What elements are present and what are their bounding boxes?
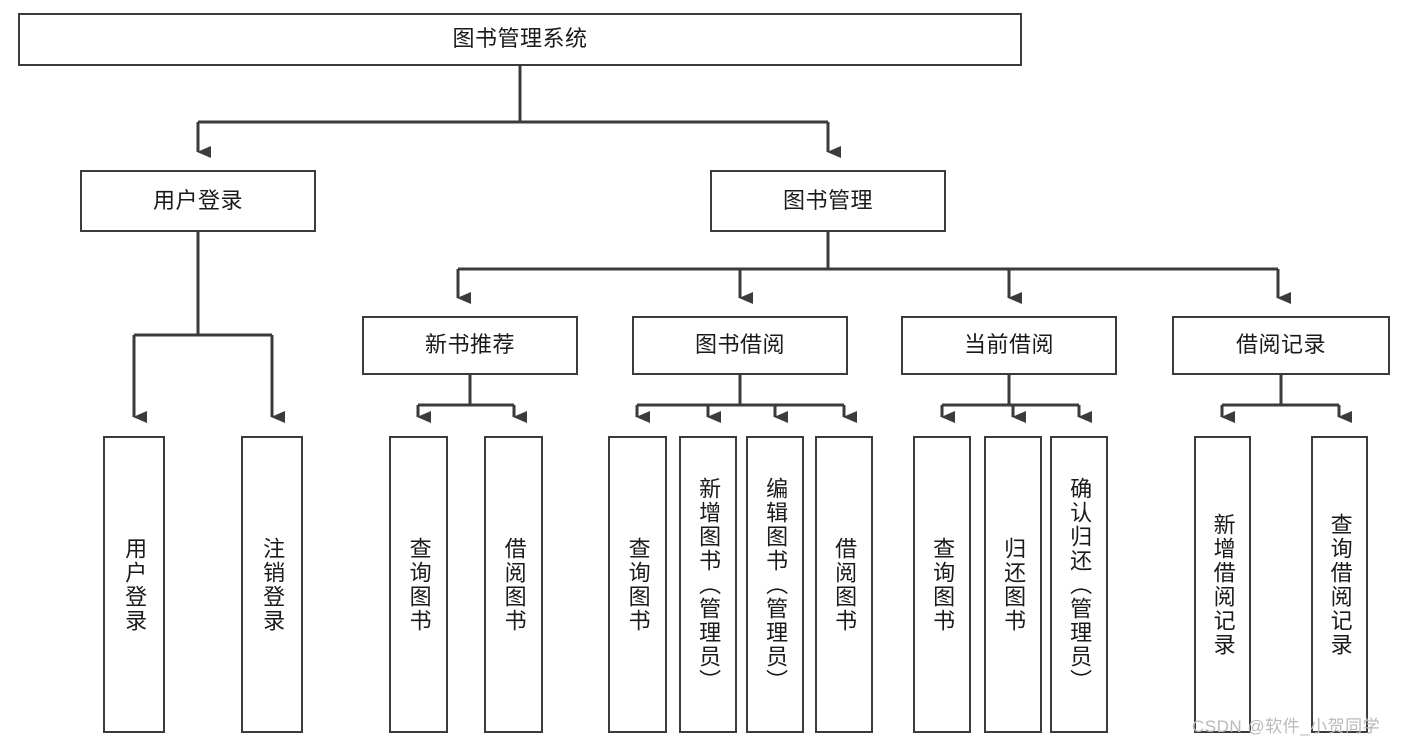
leaf-borrow-book-recommend[interactable]: 借阅图书 bbox=[484, 436, 543, 733]
leaf-query-borrow-record[interactable]: 查询借阅记录 bbox=[1311, 436, 1368, 733]
node-book-borrow[interactable]: 图书借阅 bbox=[632, 316, 848, 375]
leaf-query-book-recommend[interactable]: 查询图书 bbox=[389, 436, 448, 733]
node-label: 查询图书 bbox=[625, 536, 651, 633]
node-label: 新书推荐 bbox=[424, 332, 515, 358]
node-label: 归还图书 bbox=[1001, 536, 1027, 633]
node-book-management[interactable]: 图书管理 bbox=[710, 170, 946, 232]
leaf-edit-book-admin[interactable]: 编辑图书（管理员） bbox=[746, 436, 804, 733]
leaf-query-book-borrow[interactable]: 查询图书 bbox=[608, 436, 667, 733]
node-borrow-records[interactable]: 借阅记录 bbox=[1172, 316, 1390, 375]
node-current-borrow[interactable]: 当前借阅 bbox=[901, 316, 1117, 375]
node-label: 借阅图书 bbox=[832, 536, 858, 633]
node-label: 新增图书（管理员） bbox=[696, 476, 722, 693]
node-label: 查询图书 bbox=[930, 536, 956, 633]
node-label: 借阅图书 bbox=[501, 536, 527, 633]
node-label: 编辑图书（管理员） bbox=[763, 476, 789, 693]
node-user-login[interactable]: 用户登录 bbox=[80, 170, 316, 232]
node-label: 用户登录 bbox=[152, 187, 243, 213]
leaf-add-book-admin[interactable]: 新增图书（管理员） bbox=[679, 436, 737, 733]
node-label: 查询借阅记录 bbox=[1327, 512, 1353, 657]
leaf-borrow-book[interactable]: 借阅图书 bbox=[815, 436, 873, 733]
node-label: 图书管理系统 bbox=[452, 26, 588, 52]
node-label: 查询图书 bbox=[406, 536, 432, 633]
leaf-add-borrow-record[interactable]: 新增借阅记录 bbox=[1194, 436, 1251, 733]
node-label: 注销登录 bbox=[260, 536, 286, 633]
node-label: 用户登录 bbox=[122, 536, 148, 633]
leaf-logout[interactable]: 注销登录 bbox=[241, 436, 303, 733]
csdn-watermark: CSDN @软件_小贺同学 bbox=[1192, 717, 1381, 736]
node-root-library-management-system[interactable]: 图书管理系统 bbox=[18, 13, 1022, 66]
node-label: 当前借阅 bbox=[963, 332, 1054, 358]
leaf-return-book[interactable]: 归还图书 bbox=[984, 436, 1042, 733]
leaf-user-login[interactable]: 用户登录 bbox=[103, 436, 165, 733]
node-label: 新增借阅记录 bbox=[1210, 512, 1236, 657]
node-label: 图书管理 bbox=[782, 187, 873, 213]
node-label: 确认归还（管理员） bbox=[1067, 476, 1093, 693]
leaf-confirm-return-admin[interactable]: 确认归还（管理员） bbox=[1050, 436, 1108, 733]
node-label: 借阅记录 bbox=[1235, 332, 1326, 358]
node-new-book-recommend[interactable]: 新书推荐 bbox=[362, 316, 578, 375]
leaf-query-book-current[interactable]: 查询图书 bbox=[913, 436, 971, 733]
node-label: 图书借阅 bbox=[694, 332, 785, 358]
